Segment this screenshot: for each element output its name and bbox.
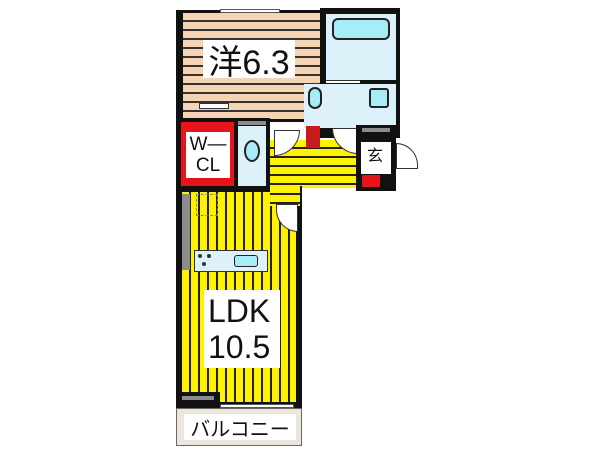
stove-icon [197,253,215,269]
western-room-label: 洋6.3 [203,40,295,82]
shoe-cabinet [306,126,320,148]
western-room-door[interactable] [199,103,229,109]
balcony-window[interactable] [220,404,294,408]
closet-label-line2: CL [195,155,221,176]
entrance-shelf [362,128,390,132]
entrance-step [362,175,380,187]
balcony-label: バルコニー [184,414,296,441]
bath-door[interactable] [326,80,360,83]
ldk-label-line2: 10.5 [208,329,271,365]
ldk-label-line1: LDK [208,293,271,329]
ldk-label: LDK 10.5 [204,290,280,368]
western-room-window [220,9,280,13]
sink-icon [234,255,258,267]
front-door[interactable] [396,143,418,169]
toilet-icon [244,140,260,162]
closet-label-line1: W― [189,134,227,155]
washing-machine-icon [369,88,389,108]
ldk-storage-bottom-bar [182,396,214,400]
refrigerator-space [196,194,218,216]
entrance-label: 玄 [362,144,388,165]
ldk-storage [182,194,190,270]
walk-in-closet-label: W― CL [186,132,230,178]
ldk-hall-connection [270,186,300,206]
toilet-shelf [238,121,266,125]
washbasin-icon [308,87,322,109]
bathtub-icon [332,18,390,40]
